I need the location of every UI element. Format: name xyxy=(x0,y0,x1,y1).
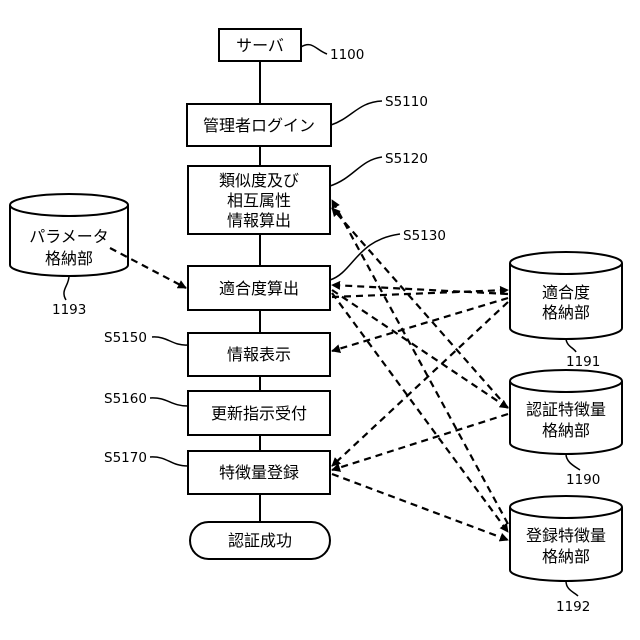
register-step: 特徴量登録 xyxy=(188,451,330,494)
arrow-fitness-to-regstore xyxy=(332,293,508,532)
calc-label-line1: 類似度及び xyxy=(219,171,299,190)
similarity-calc-step: 類似度及び 相互属性 情報算出 xyxy=(188,166,330,234)
calc-label-line2: 相互属性 xyxy=(227,191,291,210)
ref-reg-store: 1192 xyxy=(556,599,590,615)
ref-login: S5110 xyxy=(385,94,428,110)
fit-store-label-line1: 適合度 xyxy=(542,283,590,302)
arrow-fitstore-to-display xyxy=(332,298,508,351)
ref-display: S5150 xyxy=(104,330,147,346)
ref-server: 1100 xyxy=(330,47,364,63)
ref-param-store: 1193 xyxy=(52,302,86,318)
display-step: 情報表示 xyxy=(188,333,330,376)
ref-update: S5160 xyxy=(104,391,147,407)
login-step: 管理者ログイン xyxy=(187,104,331,146)
reg-feature-store: 登録特徴量 格納部 xyxy=(510,496,622,581)
update-label: 更新指示受付 xyxy=(211,404,307,423)
arrow-regstore-to-calc xyxy=(332,200,508,524)
auth-feature-store: 認証特徴量 格納部 xyxy=(510,370,622,454)
update-step: 更新指示受付 xyxy=(188,391,330,435)
fit-store-label-line2: 格納部 xyxy=(542,303,590,322)
auth-store-label-line2: 格納部 xyxy=(542,421,590,440)
server-label: サーバ xyxy=(236,36,284,55)
register-label: 特徴量登録 xyxy=(219,463,299,482)
fitness-calc-step: 適合度算出 xyxy=(188,266,330,310)
ref-fitness: S5130 xyxy=(403,228,446,244)
success-terminal: 認証成功 xyxy=(190,522,330,559)
server-node: サーバ xyxy=(219,29,301,61)
ref-register: S5170 xyxy=(104,450,147,466)
login-label: 管理者ログイン xyxy=(203,116,315,135)
ref-auth-store: 1190 xyxy=(566,472,600,488)
ref-fit-store: 1191 xyxy=(566,354,600,370)
arrow-register-to-regstore xyxy=(332,474,508,540)
fitness-store: 適合度 格納部 xyxy=(510,252,622,339)
calc-label-line3: 情報算出 xyxy=(227,211,291,230)
success-label: 認証成功 xyxy=(228,531,292,550)
arrow-fitstore-to-register xyxy=(332,302,508,466)
display-label: 情報表示 xyxy=(227,345,291,364)
ref-calc: S5120 xyxy=(385,151,428,167)
fitness-label: 適合度算出 xyxy=(219,279,299,298)
auth-store-label-line1: 認証特徴量 xyxy=(526,400,606,419)
reg-store-label-line1: 登録特徴量 xyxy=(526,526,606,545)
reg-store-label-line2: 格納部 xyxy=(542,547,590,566)
param-store-label-line2: 格納部 xyxy=(45,249,93,268)
param-store-label-line1: パラメータ xyxy=(29,227,109,246)
parameter-store: パラメータ 格納部 xyxy=(10,194,128,276)
